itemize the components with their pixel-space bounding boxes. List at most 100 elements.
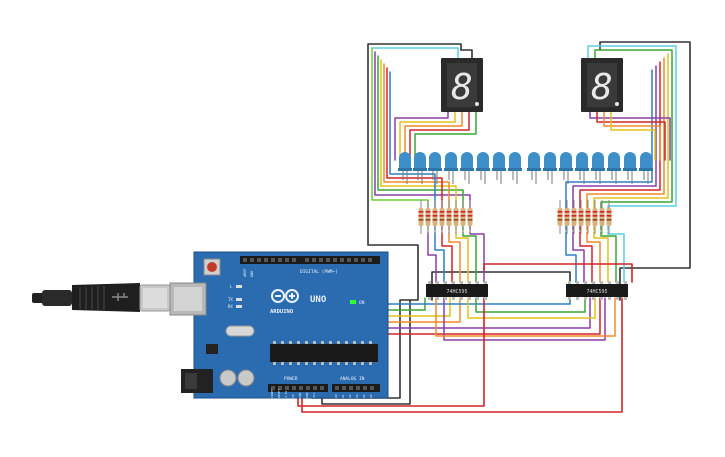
wire-chip-link-yellow[interactable] bbox=[467, 297, 596, 319]
chip-pin bbox=[460, 297, 463, 300]
resistor[interactable] bbox=[418, 200, 424, 234]
resistor[interactable] bbox=[425, 200, 431, 234]
wire-black-outer-right[interactable] bbox=[599, 41, 691, 301]
wire-r7-lc[interactable] bbox=[469, 231, 485, 283]
wire-r5-rc[interactable] bbox=[593, 231, 609, 283]
led[interactable] bbox=[460, 152, 474, 184]
tx-led bbox=[236, 298, 242, 301]
chip-pin bbox=[576, 281, 579, 284]
wire-r5-lc[interactable] bbox=[455, 231, 469, 283]
led[interactable] bbox=[508, 152, 522, 184]
crystal-oscillator bbox=[225, 325, 255, 337]
seven-segment-display-left[interactable]: 8 bbox=[441, 58, 483, 112]
led[interactable] bbox=[527, 152, 541, 184]
wire-red-ldb[interactable] bbox=[409, 111, 470, 161]
wire-chip-link-green[interactable] bbox=[475, 297, 586, 313]
chip-pin bbox=[576, 297, 579, 300]
display-right-digit: 8 bbox=[591, 67, 613, 108]
wire-r4-rc[interactable] bbox=[586, 231, 601, 283]
wire-chip-link-orange[interactable] bbox=[435, 297, 616, 337]
analog-pin-label: A3 bbox=[355, 394, 359, 398]
resistor[interactable] bbox=[606, 200, 612, 234]
analog-pin-label: A0 bbox=[334, 394, 338, 398]
wire-red-power-b[interactable] bbox=[297, 297, 485, 407]
led[interactable] bbox=[591, 152, 605, 184]
led[interactable] bbox=[623, 152, 637, 184]
power-header[interactable] bbox=[268, 384, 328, 392]
wire-black-loop[interactable] bbox=[460, 49, 473, 61]
resistor[interactable] bbox=[439, 200, 445, 234]
led[interactable] bbox=[543, 152, 557, 184]
wire-r1-lc[interactable] bbox=[427, 231, 437, 283]
wire-r4-lc[interactable] bbox=[448, 231, 461, 283]
resistor[interactable] bbox=[592, 200, 598, 234]
wire-red-rdb[interactable] bbox=[596, 111, 666, 161]
wire-orange-ldb[interactable] bbox=[404, 111, 463, 161]
wire-black-outer-left[interactable] bbox=[321, 43, 462, 405]
label-rx: RX bbox=[228, 304, 233, 309]
led[interactable] bbox=[476, 152, 490, 184]
chip-pin bbox=[436, 297, 439, 300]
wire-red-power-a[interactable] bbox=[301, 297, 623, 413]
wire-yellow-ldb[interactable] bbox=[399, 111, 456, 161]
resistor[interactable] bbox=[564, 200, 570, 234]
wire-orange-ld[interactable] bbox=[383, 63, 450, 231]
wire-r6-rc[interactable] bbox=[600, 231, 617, 283]
led[interactable] bbox=[413, 152, 427, 184]
resistor[interactable] bbox=[453, 200, 459, 234]
resistor[interactable] bbox=[571, 200, 577, 234]
resistor[interactable] bbox=[578, 200, 584, 234]
resistor[interactable] bbox=[599, 200, 605, 234]
label-digital: DIGITAL (PWM~) bbox=[300, 269, 338, 275]
wire-green-rd[interactable] bbox=[594, 49, 673, 231]
wire-pin-blue[interactable] bbox=[362, 259, 571, 305]
wire-chip-link-purple[interactable] bbox=[443, 297, 606, 341]
led[interactable] bbox=[575, 152, 589, 184]
chip-pin bbox=[608, 297, 611, 300]
wire-r7-rc[interactable] bbox=[607, 231, 625, 283]
shift-register-left[interactable]: 74HC595 bbox=[426, 281, 488, 300]
wire-r3-lc[interactable] bbox=[441, 231, 453, 283]
shift-register-right[interactable]: 74HC595 bbox=[566, 281, 628, 300]
resistor[interactable] bbox=[460, 200, 466, 234]
arduino-brand: ARDUINO bbox=[270, 309, 294, 315]
resistor[interactable] bbox=[446, 200, 452, 234]
wire-orange-rdb[interactable] bbox=[603, 111, 661, 161]
chip-pin bbox=[584, 281, 587, 284]
wire-yellow-rdb[interactable] bbox=[610, 111, 656, 161]
chip-pin bbox=[476, 281, 479, 284]
led[interactable] bbox=[444, 152, 458, 184]
usb-cable[interactable] bbox=[32, 283, 171, 312]
led[interactable] bbox=[492, 152, 506, 184]
digital-header[interactable] bbox=[240, 256, 380, 264]
wire-r3-rc[interactable] bbox=[579, 231, 593, 283]
chip-pin bbox=[452, 297, 455, 300]
rx-led bbox=[236, 305, 242, 308]
led[interactable] bbox=[428, 152, 442, 184]
wire-cyan-ld[interactable] bbox=[371, 47, 459, 59]
resistor[interactable] bbox=[557, 200, 563, 234]
wire-r1-rc[interactable] bbox=[565, 231, 577, 283]
wire-r2-lc[interactable] bbox=[434, 231, 445, 283]
wire-green-ldb[interactable] bbox=[414, 111, 477, 161]
chip-pin bbox=[428, 297, 431, 300]
arduino-board[interactable]: ARDUINO UNO DIGITAL (PWM~) POWER ANALOG … bbox=[169, 251, 389, 399]
resistor[interactable] bbox=[585, 200, 591, 234]
led[interactable] bbox=[639, 152, 653, 184]
usb-icon bbox=[112, 293, 128, 301]
led[interactable] bbox=[559, 152, 573, 184]
wire-purple-ldb[interactable] bbox=[394, 111, 449, 161]
seven-segment-display-right[interactable]: 8 bbox=[581, 58, 623, 112]
resistor[interactable] bbox=[432, 200, 438, 234]
resistor[interactable] bbox=[467, 200, 473, 234]
led[interactable] bbox=[398, 152, 412, 184]
wire-red-power-c[interactable] bbox=[483, 263, 633, 283]
led[interactable] bbox=[607, 152, 621, 184]
wire-purple-rdb[interactable] bbox=[589, 111, 671, 161]
wire-r2-rc[interactable] bbox=[572, 231, 585, 283]
wire-r6-lc[interactable] bbox=[462, 231, 477, 283]
display-left-dp bbox=[475, 102, 479, 106]
